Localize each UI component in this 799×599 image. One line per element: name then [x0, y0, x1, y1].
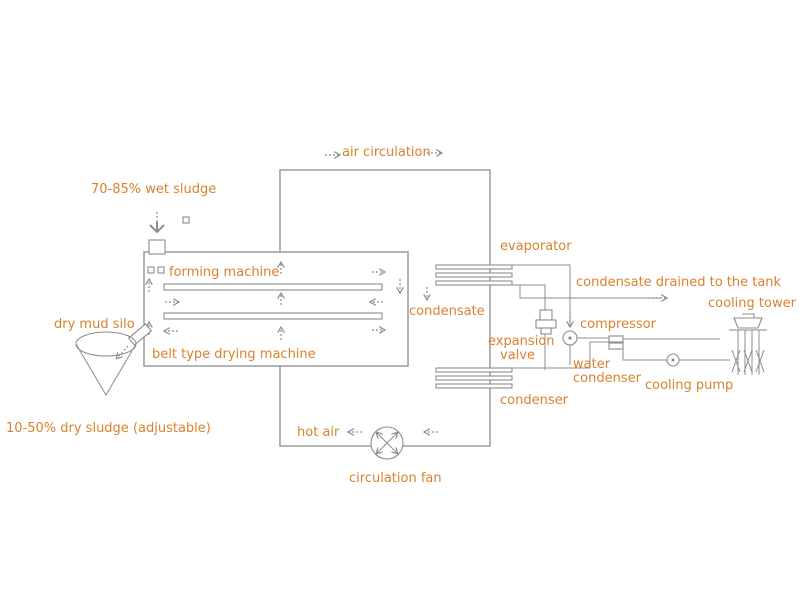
water-condenser [512, 335, 720, 369]
labels: air circulation 70-85% wet sludge formin… [6, 145, 797, 486]
circulation-fan [370, 426, 404, 460]
label-compressor: compressor [580, 317, 657, 332]
discharge-and-silo [75, 323, 153, 396]
label-wet-sludge: 70-85% wet sludge [91, 182, 216, 197]
label-forming-machine: forming machine [169, 265, 279, 280]
air-circulation-arrows [325, 153, 441, 432]
feed-arrow-icon [149, 224, 165, 234]
label-evaporator: evaporator [500, 239, 572, 254]
cooling-tower [729, 313, 767, 375]
forming-roller-left [147, 266, 155, 274]
evaporator [435, 264, 666, 326]
label-water: water [573, 357, 611, 372]
lower-belt [163, 312, 383, 320]
cooling-pump [666, 353, 730, 367]
label-cooling-tower: cooling tower [708, 296, 797, 311]
internal-flow-arrows [149, 263, 400, 340]
small-square-marker [182, 216, 190, 224]
label-condensate-drained: condensate drained to the tank [576, 275, 782, 290]
label-hot-air: hot air [297, 425, 340, 440]
label-cooling-pump: cooling pump [645, 378, 733, 393]
label-circulation-fan: circulation fan [349, 471, 442, 486]
forming-machine-hopper [148, 239, 166, 255]
label-condenser: condenser [500, 393, 569, 408]
drying-machine-housing [143, 251, 409, 367]
condenser [435, 367, 513, 389]
label-water-condenser: condenser [573, 371, 642, 386]
label-condensate: condensate [409, 304, 485, 319]
forming-roller-right [157, 266, 165, 274]
upper-belt [163, 283, 383, 291]
label-expansion: expansion [488, 334, 555, 349]
wet-sludge-feed [147, 212, 190, 274]
label-belt-drying-machine: belt type drying machine [152, 347, 316, 362]
label-air-circulation: air circulation [342, 145, 431, 160]
label-dry-mud-silo: dry mud silo [54, 317, 135, 332]
compressor [562, 330, 610, 365]
dry-mud-silo-top [75, 331, 137, 357]
dry-mud-silo-cone [75, 343, 137, 396]
expansion-valve [535, 309, 557, 370]
label-dry-sludge: 10-50% dry sludge (adjustable) [6, 421, 211, 436]
label-valve: valve [500, 348, 535, 363]
air-circulation-loop [279, 169, 491, 447]
